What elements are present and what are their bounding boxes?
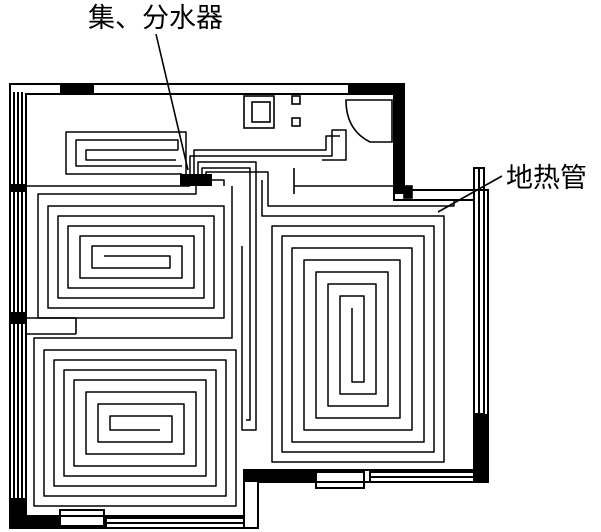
pipe-run	[189, 129, 347, 174]
heating-pipes	[33, 129, 455, 507]
wall-segment	[348, 84, 404, 94]
pipe-run	[201, 167, 251, 421]
fixture	[291, 95, 301, 105]
bottom-window	[315, 471, 365, 489]
interior-features	[26, 95, 413, 335]
wall-segment	[10, 312, 26, 324]
pipe-spiral-right	[261, 180, 445, 463]
manifold-label: 集、分水器	[88, 3, 223, 34]
fixture	[251, 101, 271, 123]
pipe-run	[205, 171, 455, 207]
bath-fixture	[345, 99, 393, 143]
bottom-window	[59, 509, 105, 527]
pipe-run	[197, 161, 257, 431]
column	[403, 185, 413, 199]
manifold-leader	[155, 33, 189, 171]
fixture	[243, 95, 275, 129]
pipe-spiral-left-middle	[37, 186, 225, 319]
pipe-spiral-left-bottom	[33, 186, 237, 507]
wall-segment	[10, 184, 26, 192]
solid-wall-segments	[10, 84, 488, 528]
wall-segment	[60, 84, 94, 94]
wall-segment	[244, 470, 316, 482]
floor-heating-pipe-label: 地热管	[506, 163, 587, 194]
wall-segment	[474, 414, 488, 482]
fixture	[291, 117, 301, 127]
manifold	[180, 174, 212, 186]
wall-segment	[26, 516, 60, 528]
pipe-loop-top	[65, 131, 187, 175]
wall-segment	[394, 94, 404, 194]
pipe-run	[193, 135, 340, 174]
wall-segment	[10, 498, 26, 528]
pipe-run	[212, 179, 225, 186]
